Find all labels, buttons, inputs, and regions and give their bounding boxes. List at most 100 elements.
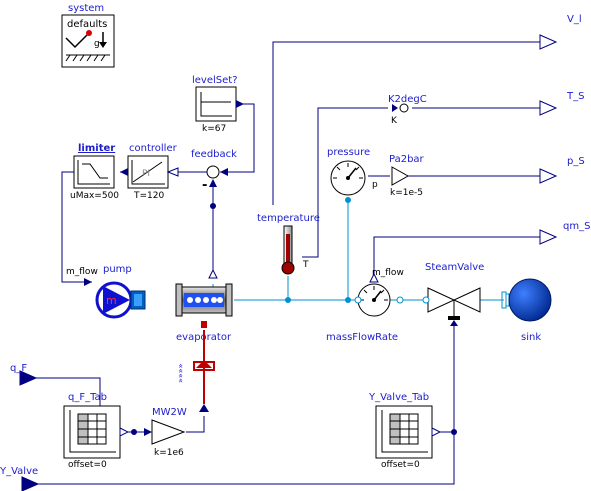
pump-signal-label: m_flow (66, 267, 98, 277)
k2degc-name: K2degC (388, 94, 427, 105)
mw2w-triangle (151, 419, 186, 445)
levelset-axes-icon (200, 92, 232, 117)
wire-y-valve-in (38, 326, 455, 485)
signal-junction-dots (131, 203, 457, 435)
y-valve-tab-table-icon (389, 413, 419, 445)
feedback-block[interactable]: feedback - (191, 149, 237, 193)
y-valve-tab-param: offset=0 (381, 460, 420, 470)
limiter-param: uMax=500 (70, 191, 119, 201)
controller-param: T=120 (133, 191, 164, 201)
heater-input-arrow-icon (199, 404, 209, 412)
pa2bar-param: k=1e-5 (390, 188, 423, 198)
sink-component[interactable]: sink (501, 278, 552, 343)
input-label-y-valve: Y_Valve (0, 466, 38, 477)
sink-name: sink (521, 332, 541, 343)
levelset-block[interactable]: levelSet? k=67 (192, 75, 238, 134)
y-valve-tab-block[interactable]: Y_Valve_Tab offset=0 (368, 392, 433, 470)
output-label-qm-s: qm_S (563, 221, 590, 232)
system-name: system (68, 3, 104, 14)
wire-v-l (272, 41, 540, 205)
controller-symbol: PI (142, 169, 150, 179)
output-label-t-s: T_S (566, 91, 584, 102)
evaporator-level-port-icon (208, 268, 218, 279)
thermometer-mercury (286, 234, 290, 264)
output-arrow-v-l[interactable] (539, 34, 558, 50)
pressure-sensor[interactable]: pressure p (327, 147, 378, 196)
thermometer-bulb (281, 261, 295, 275)
output-label-p-s: p_S (567, 156, 585, 167)
wire-levelset-feedback (220, 103, 255, 173)
q-f-tab-axes-icon (69, 410, 116, 453)
k2degc-unit: K (391, 116, 398, 126)
massflowrate-output-arrow-icon (369, 272, 379, 283)
pa2bar-name: Pa2bar (389, 154, 425, 165)
input-arrow-q-f[interactable] (19, 370, 38, 386)
q-f-tab-name: q_F_Tab (68, 392, 107, 403)
output-connectors (539, 34, 558, 245)
mw2w-name: MW2W (152, 407, 187, 418)
heater-flow-arrow-icon (196, 360, 212, 368)
q-f-tab-block[interactable]: q_F_Tab offset=0 (63, 392, 121, 470)
levelset-frame (195, 86, 237, 122)
steamvalve-name: SteamValve (425, 262, 484, 273)
feedback-sign: - (202, 178, 207, 193)
limiter-saturation-icon (82, 163, 108, 179)
pa2bar-gain[interactable]: Pa2bar k=1e-5 (389, 154, 425, 198)
system-gravity-arrowhead-icon (99, 42, 107, 48)
heater-component[interactable]: »»»» (176, 330, 215, 412)
k2degc-converter[interactable]: K2degC K (388, 94, 427, 126)
system-ground-hatch (65, 54, 106, 62)
evaporator-heat-port (201, 321, 207, 328)
q-f-tab-input-arrow-icon (119, 427, 130, 437)
output-arrow-t-s[interactable] (539, 100, 558, 116)
junction-dot (210, 203, 216, 209)
system-defaults-label: defaults (67, 19, 107, 30)
y-valve-tab-axes-icon (381, 410, 428, 453)
input-label-q-f: q_F (10, 363, 27, 374)
controller-name: controller (129, 143, 178, 154)
pressure-gauge-ticks (333, 163, 363, 179)
steamvalve-component[interactable]: SteamValve (422, 262, 484, 326)
feedback-input-arrow-icon (220, 168, 228, 176)
pump-impeller-icon (103, 286, 130, 314)
input-arrow-y-valve[interactable] (21, 476, 40, 491)
pa2bar-triangle (391, 166, 410, 186)
levelset-param: k=67 (202, 124, 226, 134)
controller-block[interactable]: controller PI T=120 (127, 143, 179, 201)
y-valve-tab-name: Y_Valve_Tab (368, 392, 429, 403)
pressure-name: pressure (327, 147, 370, 158)
junction-dot (345, 297, 351, 303)
mw2w-input-arrow-icon (144, 428, 152, 436)
feedback-name: feedback (191, 149, 237, 160)
pump-m-symbol: m (106, 294, 117, 307)
levelset-output-arrow-icon (236, 100, 244, 108)
system-ball-icon (86, 30, 92, 36)
system-block[interactable]: system defaults g (61, 3, 115, 68)
feedback-bottom-arrow-icon (209, 179, 217, 187)
temperature-sensor[interactable]: temperature T (257, 213, 320, 275)
output-arrow-qm-s[interactable] (539, 229, 558, 245)
temperature-port-label: T (302, 260, 309, 270)
controller-input-arrow-icon (166, 167, 179, 177)
evaporator-flange-right (225, 283, 233, 317)
pressure-gauge-hub (346, 176, 350, 180)
limiter-block[interactable]: limiter uMax=500 (70, 143, 119, 201)
wire-t-s (302, 107, 388, 258)
pressure-port-label: p (372, 180, 378, 190)
steamvalve-left-cone (427, 287, 456, 313)
massflowrate-port-label: m_flow (372, 268, 404, 278)
controller-output-arrow-icon (120, 168, 128, 176)
output-arrow-p-s[interactable] (539, 168, 558, 184)
evaporator-bubbles-icon (187, 297, 223, 303)
k2degc-circle (399, 103, 409, 113)
massflowrate-inlet-port (354, 296, 362, 304)
output-label-v-l: V_l (567, 14, 582, 25)
heater-flow-arrows-icon: »»»» (176, 363, 185, 383)
massflowrate-sensor[interactable]: m_flow massFlowRate (326, 268, 404, 343)
mw2w-gain[interactable]: MW2W k=1e6 (144, 407, 187, 458)
wire-qm-s (373, 236, 540, 282)
pump-component[interactable]: m_flow pump m (66, 264, 146, 319)
junction-dots (285, 197, 351, 303)
heater-element (193, 361, 215, 371)
